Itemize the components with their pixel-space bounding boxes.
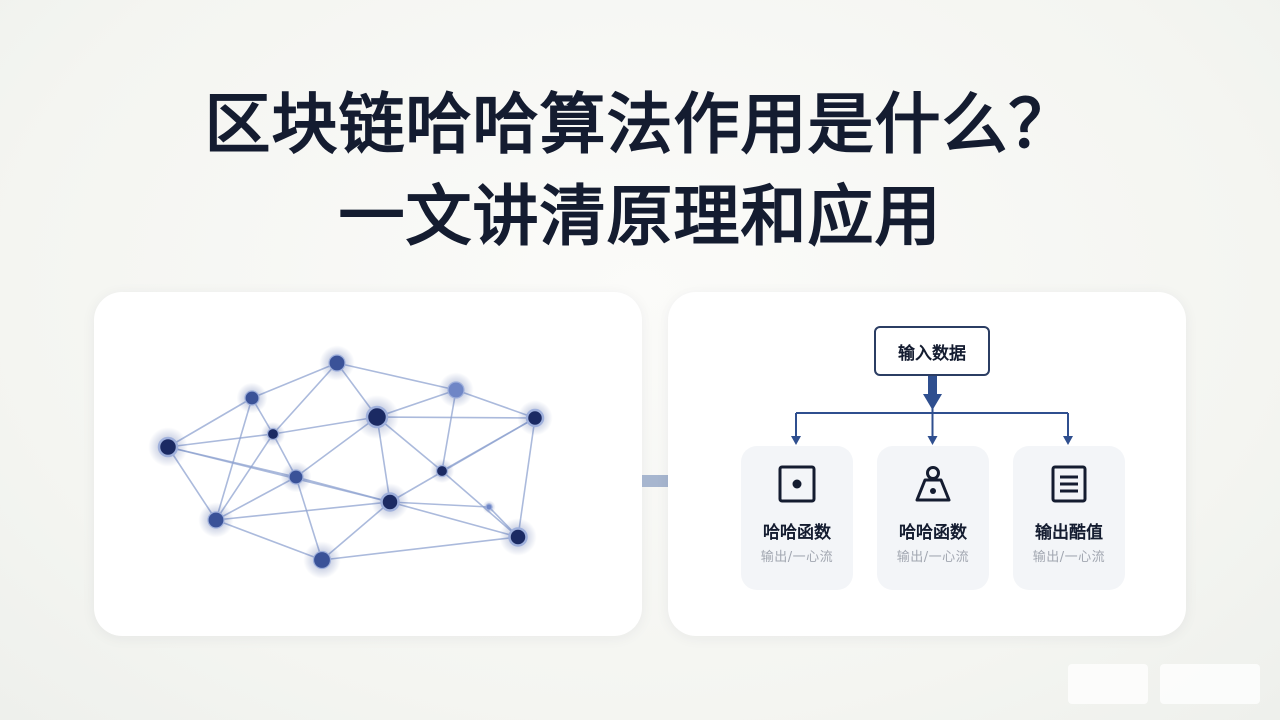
network-node [525,408,545,428]
arrow-down-icon [923,394,942,410]
arrow-down-icon [1063,436,1073,445]
title-line-2: 一文讲清原理和应用 [338,178,942,255]
card-sub: 输出/一心流 [896,550,970,565]
network-node [244,390,260,406]
card-sub: 输出/一心流 [760,550,834,565]
network-node [157,436,179,458]
network-edge [321,536,519,561]
hash-output-card: 输出酷值 输出/一心流 [1013,446,1125,590]
network-edge [517,417,536,538]
network-node [207,511,225,529]
card-label: 输出酷值 [1035,523,1103,543]
network-edge [215,397,253,521]
network-node [447,381,465,399]
weight-icon [915,466,951,502]
network-graph [148,345,553,579]
card-sub: 输出/一心流 [1032,550,1106,565]
arrow-down-icon [927,436,938,445]
document-lines-icon [1051,465,1087,503]
network-edge [389,417,536,503]
box-target-icon [778,465,816,503]
network-panel [94,292,642,636]
network-node [312,550,332,570]
network-node [365,405,389,429]
branch-connector [791,376,1073,445]
network-node [508,527,528,547]
network-node [435,464,449,478]
hash-function-card-2: 哈哈函数 输出/一心流 [877,446,989,590]
card-label: 哈哈函数 [899,523,967,543]
watermark [1160,664,1260,704]
card-label: 哈哈函数 [763,523,831,543]
input-data-box: 输入数据 [874,326,990,376]
network-edge [376,416,536,419]
network-node [485,503,493,511]
network-node [266,427,280,441]
network-edge [215,519,323,561]
network-node [328,354,346,372]
network-edge [215,501,391,521]
hash-function-card-1: 哈哈函数 输出/一心流 [741,446,853,590]
arrow-down-icon [791,436,801,445]
network-nodes [148,345,553,579]
title-line-1: 区块链哈哈算法作用是什么？ [204,86,1076,163]
network-node [288,469,304,485]
network-edge [336,362,457,391]
network-edge [389,501,519,538]
watermark [1068,664,1148,704]
network-node [380,492,400,512]
network-edge [167,446,297,478]
